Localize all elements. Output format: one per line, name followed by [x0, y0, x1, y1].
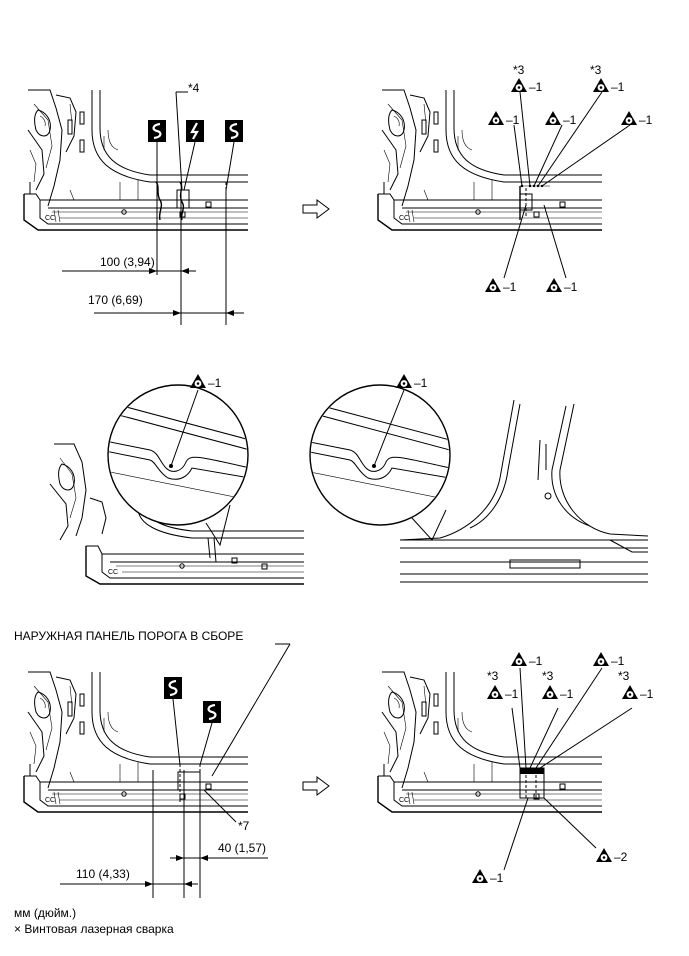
svg-text:100 (3,94): 100 (3,94): [100, 255, 155, 269]
label-star7: *7: [238, 819, 250, 833]
weld-point-icon: [511, 78, 527, 92]
label-star3: *3: [618, 669, 630, 683]
cut-symbol-icon: [162, 675, 184, 701]
weld-label: –1: [490, 871, 504, 885]
dimension-100: 100 (3,94): [62, 190, 196, 325]
svg-text:110 (4,33): 110 (4,33): [76, 867, 130, 881]
weld-point-icon: [472, 869, 488, 883]
label-star3: *3: [487, 669, 499, 683]
weld-point-icon: [621, 111, 637, 125]
weld-label: –2: [614, 850, 628, 864]
weld-point-icon: [596, 848, 612, 862]
label-star4: *4: [188, 81, 200, 95]
weld-leaders-panel-6: [503, 667, 633, 871]
label-star3: *3: [513, 63, 525, 77]
svg-text:CC: CC: [108, 569, 118, 576]
weld-leaders-panel-2: [503, 91, 631, 279]
weld-label: –1: [563, 113, 577, 127]
weld-point-icon: [485, 278, 501, 292]
panel-1-cut-positions: [23, 89, 249, 231]
cut-symbol-icon: [184, 118, 206, 144]
weld-label: –1: [414, 376, 428, 390]
cut-symbol-icon: [201, 699, 223, 725]
weld-label: –1: [640, 687, 654, 701]
label-star3: *3: [590, 63, 602, 77]
weld-label: –1: [611, 80, 625, 94]
cut-symbol-icon: [146, 118, 168, 144]
weld-label: –1: [529, 80, 543, 94]
weld-label: –1: [560, 687, 574, 701]
weld-point-icon: [546, 278, 562, 292]
panel-name-label: НАРУЖНАЯ ПАНЕЛЬ ПОРОГА В СБОРЕ: [14, 629, 243, 643]
svg-text:170 (6,69): 170 (6,69): [88, 293, 143, 307]
legend-laser-weld: × Винтовая лазерная сварка: [14, 922, 174, 936]
weld-label: –1: [611, 654, 625, 668]
right-arrow-icon: [302, 776, 330, 796]
weld-point-icon: [593, 652, 609, 666]
weld-point-icon: [190, 374, 206, 388]
weld-label: –1: [503, 280, 517, 294]
panel-6-weld-points: [377, 671, 603, 813]
cross-icon: ×: [14, 922, 22, 936]
cut-symbol-icon: [223, 118, 245, 144]
weld-label: –1: [505, 687, 519, 701]
weld-point-icon: [511, 652, 527, 666]
label-star3: *3: [542, 669, 554, 683]
cut-line-1: [155, 181, 163, 221]
dimension-40: 40 (1,57): [170, 841, 268, 861]
weld-point-icon: [487, 685, 503, 699]
panel-3-detail: CC: [49, 384, 304, 585]
svg-text:40 (1,57): 40 (1,57): [218, 841, 266, 855]
panel-4-detail: [309, 384, 649, 583]
weld-label: –1: [529, 654, 543, 668]
weld-point-icon: [488, 111, 504, 125]
weld-point-icon: [545, 111, 561, 125]
panel-5-cut-positions: [23, 671, 249, 813]
weld-point-icon: [593, 78, 609, 92]
panel-2-weld-points: [377, 89, 603, 231]
right-arrow-icon: [302, 199, 330, 219]
weld-point-icon: [622, 685, 638, 699]
dimension-170: 170 (6,69): [88, 190, 244, 325]
dimension-110: 110 (4,33): [60, 770, 201, 898]
legend-laser-weld-label: Винтовая лазерная сварка: [24, 922, 174, 936]
weld-label: –1: [208, 376, 222, 390]
weld-point-icon: [542, 685, 558, 699]
weld-label: –1: [564, 280, 578, 294]
weld-label: –1: [639, 113, 653, 127]
weld-point-icon: [396, 374, 412, 388]
weld-label: –1: [506, 113, 520, 127]
legend-units: мм (дюйм.): [14, 906, 77, 920]
